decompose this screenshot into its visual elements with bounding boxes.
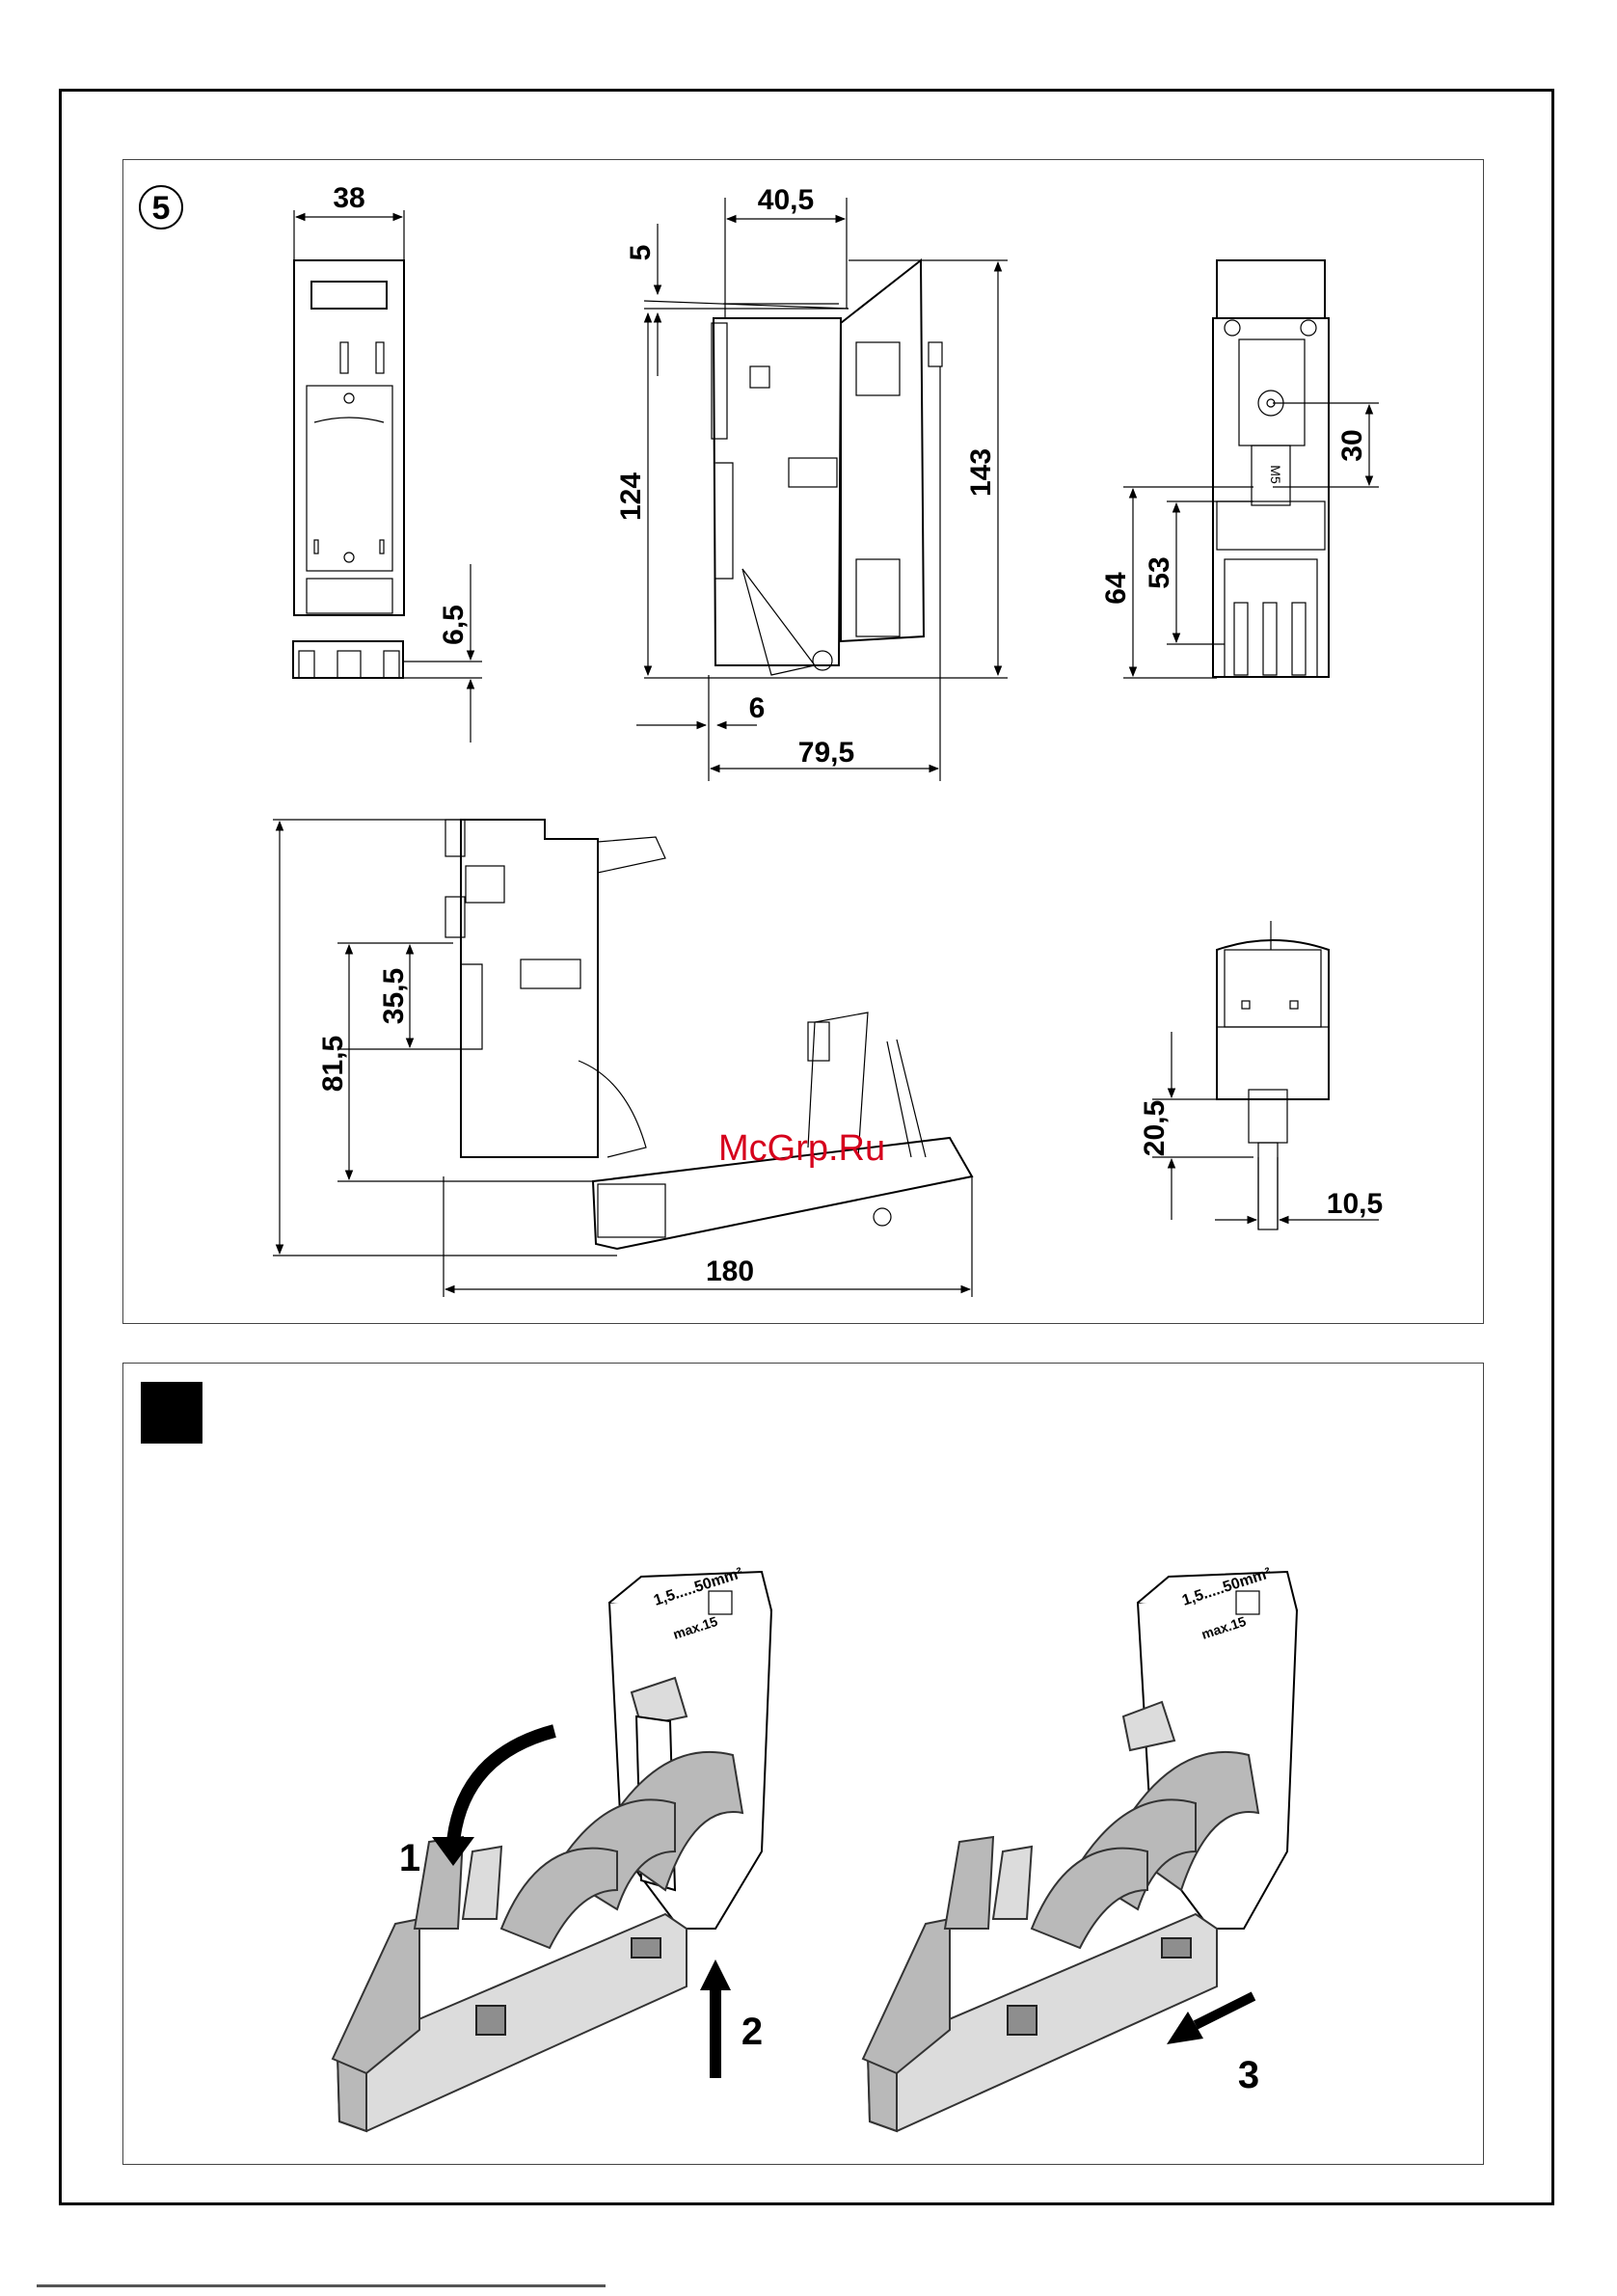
step-label-1: 1 xyxy=(399,1837,420,1879)
dim-53: 53 xyxy=(1144,556,1175,588)
open-view: 81,5 35,5 180 xyxy=(273,820,972,1297)
figure-number-badge: 5 xyxy=(140,186,182,229)
bottom-rule xyxy=(37,2284,606,2287)
step-label-3: 3 xyxy=(1238,2054,1259,2096)
step-1-2-illustration: 1,5.....50mm² max.15 1 2 xyxy=(333,1565,771,2131)
dim-79-5: 79,5 xyxy=(798,737,854,769)
dim-5: 5 xyxy=(625,245,657,261)
dim-81-5: 81,5 xyxy=(317,1036,349,1092)
dim-143: 143 xyxy=(965,448,997,497)
front-view: 38 6,5 xyxy=(293,182,482,743)
dim-124: 124 xyxy=(615,473,647,521)
dim-20-5: 20,5 xyxy=(1139,1100,1171,1156)
dim-64: 64 xyxy=(1100,572,1132,605)
small-bottom-view: 20,5 10,5 xyxy=(1139,921,1383,1229)
step-3-illustration: 1,5.....50mm² max.15 3 xyxy=(863,1565,1297,2131)
step-label-2: 2 xyxy=(741,2011,763,2053)
section-marker xyxy=(141,1382,202,1444)
watermark: McGrp.Ru xyxy=(718,1128,885,1170)
svg-text:M5: M5 xyxy=(1268,465,1283,484)
dim-10-5: 10,5 xyxy=(1327,1188,1383,1220)
dim-180: 180 xyxy=(706,1256,754,1287)
dim-35-5: 35,5 xyxy=(378,968,410,1024)
dim-30: 30 xyxy=(1336,429,1368,461)
figure-number: 5 xyxy=(152,190,171,227)
dim-40-5: 40,5 xyxy=(758,184,814,216)
side-view: 40,5 5 124 143 6 79,5 xyxy=(615,184,1008,781)
dim-6-5: 6,5 xyxy=(438,605,470,645)
dim-6: 6 xyxy=(749,692,766,724)
dim-38: 38 xyxy=(333,182,364,214)
rear-view: M5 30 53 64 xyxy=(1100,260,1379,678)
